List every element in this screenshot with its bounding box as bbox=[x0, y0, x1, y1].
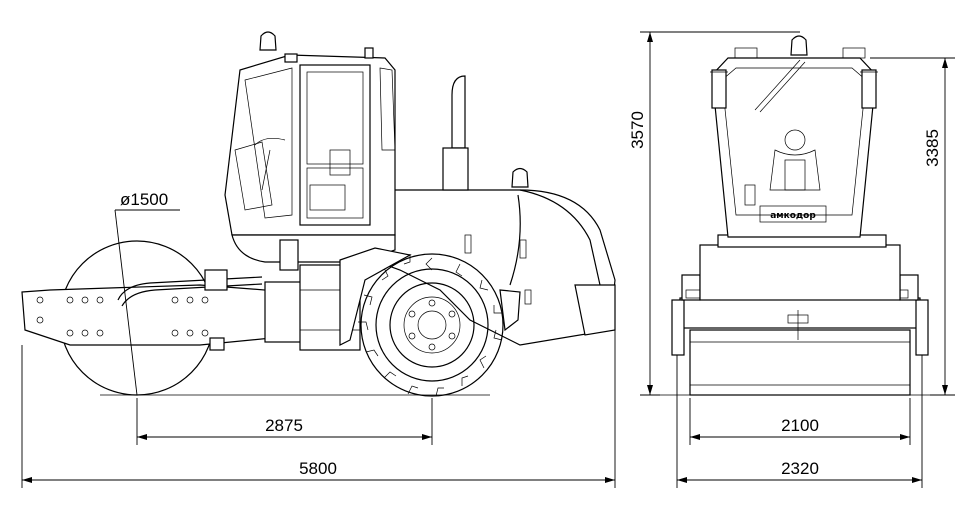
dim-overall-width: 2320 bbox=[781, 459, 819, 478]
dim-drum-diameter: ø1500 bbox=[120, 190, 168, 209]
drum-frame bbox=[21, 284, 273, 346]
dimension-lines bbox=[21, 31, 955, 488]
dim-overall-length: 5800 bbox=[299, 459, 337, 478]
dim-wheelbase: 2875 bbox=[265, 416, 303, 435]
rear-tire bbox=[360, 253, 504, 397]
engine-hood bbox=[344, 189, 616, 346]
dim-cab-height: 3385 bbox=[923, 129, 942, 167]
front-view-drum bbox=[689, 329, 911, 396]
brand-mark: амкодор bbox=[770, 211, 816, 221]
side-view bbox=[21, 31, 616, 397]
exhaust-pipe bbox=[451, 75, 466, 149]
dimension-labels: ø1500 2875 5800 2100 2320 3570 3385 bbox=[120, 111, 942, 478]
dim-drum-width: 2100 bbox=[781, 416, 819, 435]
cab bbox=[224, 54, 396, 236]
front-view: амкодор bbox=[650, 35, 935, 396]
dim-overall-height: 3570 bbox=[628, 111, 647, 149]
